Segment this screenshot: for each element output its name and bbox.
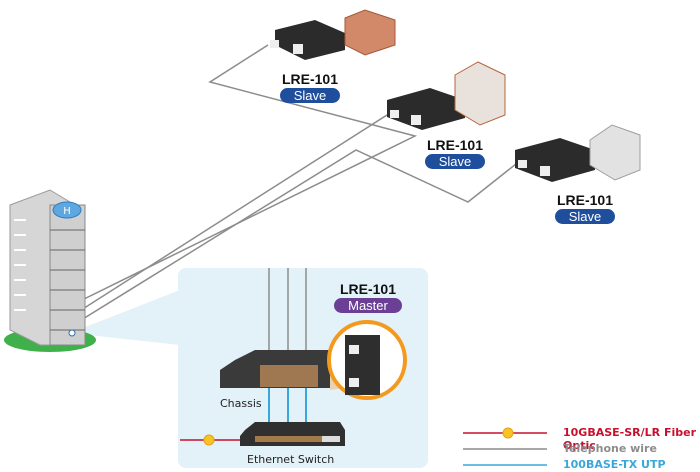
- role-badge: Slave: [424, 154, 486, 169]
- slave-label-1: LRE-101 Slave: [270, 71, 350, 105]
- slave-converter-icon-1: [270, 9, 396, 60]
- master-label: LRE-101 Master: [328, 281, 408, 315]
- chassis-label: Chassis: [220, 397, 262, 410]
- slave-converter-icon-2: [387, 61, 506, 130]
- master-converter-zoom: [327, 320, 407, 400]
- role-badge: Slave: [554, 209, 616, 224]
- telephone-wire-slave-2: [77, 114, 388, 313]
- telephone-wire-slave-1: [77, 44, 418, 303]
- telephone-wires: [77, 44, 522, 378]
- model-name: LRE-101: [426, 137, 484, 153]
- model-name: LRE-101: [339, 281, 397, 297]
- model-name: LRE-101: [556, 192, 614, 208]
- slave-label-3: LRE-101 Slave: [545, 192, 625, 226]
- connection-point-icon: [68, 329, 76, 337]
- fiber-connector-icon: [502, 427, 514, 439]
- slave-label-2: LRE-101 Slave: [415, 137, 495, 171]
- fiber-link: [180, 434, 240, 446]
- role-badge: Master: [334, 298, 402, 313]
- svg-text:H: H: [63, 206, 71, 217]
- legend-telephone: Telephone wire: [563, 442, 657, 455]
- switch-label: Ethernet Switch: [247, 453, 335, 466]
- slave-converter-icon-3: [515, 124, 641, 182]
- telephone-wire-slave-3: [77, 149, 522, 323]
- legend-fiber: 10GBASE-SR/LR Fiber Optic: [563, 426, 696, 452]
- legend: [463, 427, 547, 466]
- model-name: LRE-101: [281, 71, 339, 87]
- headquarters-building-icon: H: [4, 189, 96, 352]
- role-badge: Slave: [279, 88, 341, 103]
- ethernet-switch-icon: [240, 422, 345, 446]
- legend-utp: 100BASE-TX UTP: [563, 458, 666, 471]
